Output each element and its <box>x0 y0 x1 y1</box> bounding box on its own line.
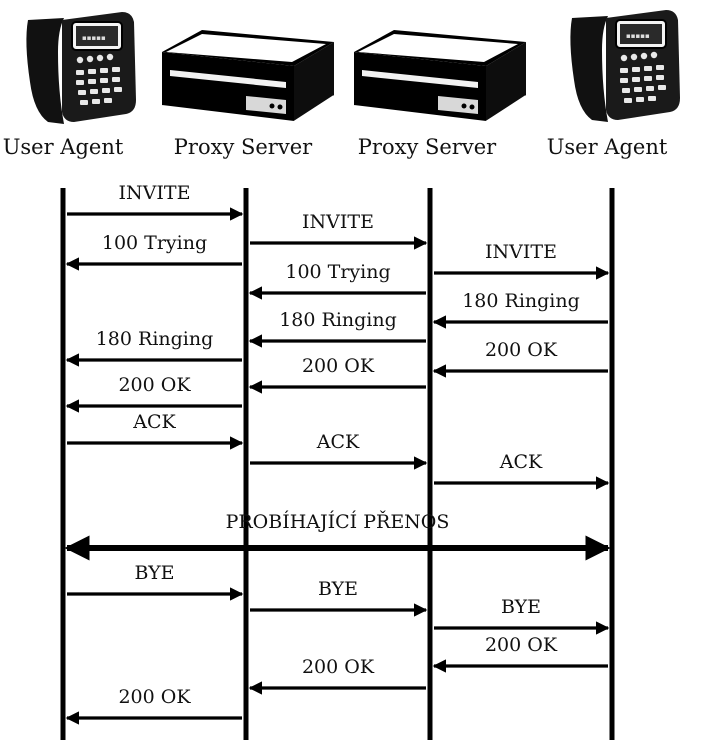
device-label-3: User Agent <box>547 135 668 159</box>
svg-text:▪▪▪▪▪: ▪▪▪▪▪ <box>626 32 650 40</box>
message-label: INVITE <box>302 211 374 233</box>
message-group: INVITE 100 Trying INVITE 100 Trying INVITE 18… <box>64 182 611 725</box>
message-label: ACK <box>132 411 176 433</box>
device-label-2: Proxy Server <box>358 135 497 159</box>
device-label-1: Proxy Server <box>174 135 313 159</box>
server-icon <box>161 30 335 124</box>
message-label: ACK <box>499 451 543 473</box>
message-label: 180 Ringing <box>279 309 397 331</box>
message-label: 200 OK <box>118 374 191 396</box>
message-label: 200 OK <box>302 656 375 678</box>
message-label: 100 Trying <box>285 261 390 283</box>
message-label: 200 OK <box>302 355 375 377</box>
device-icon-3: ▪▪▪▪▪ <box>570 10 680 122</box>
message-label: 100 Trying <box>102 232 207 254</box>
device-icon-0: ▪▪▪▪▪ <box>26 12 136 124</box>
message-label: 200 OK <box>118 686 191 708</box>
phone-icon: ▪▪▪▪▪ <box>26 12 136 124</box>
device-label-0: User Agent <box>3 135 124 159</box>
svg-text:▪▪▪▪▪: ▪▪▪▪▪ <box>82 34 106 42</box>
message-label: BYE <box>318 578 358 600</box>
phone-icon: ▪▪▪▪▪ <box>570 10 680 122</box>
message-label: 200 OK <box>485 339 558 361</box>
message-label: BYE <box>134 562 174 584</box>
device-icon-1 <box>161 30 335 124</box>
message-label: PROBÍHAJÍCÍ PŘENOS <box>226 510 450 533</box>
message-label: INVITE <box>119 182 191 204</box>
device-icon-2 <box>353 30 527 124</box>
server-icon <box>353 30 527 124</box>
message-label: ACK <box>316 431 360 453</box>
message-label: INVITE <box>485 241 557 263</box>
message-label: 180 Ringing <box>96 328 214 350</box>
message-label: 200 OK <box>485 634 558 656</box>
message-label: 180 Ringing <box>462 290 580 312</box>
message-label: BYE <box>501 596 541 618</box>
